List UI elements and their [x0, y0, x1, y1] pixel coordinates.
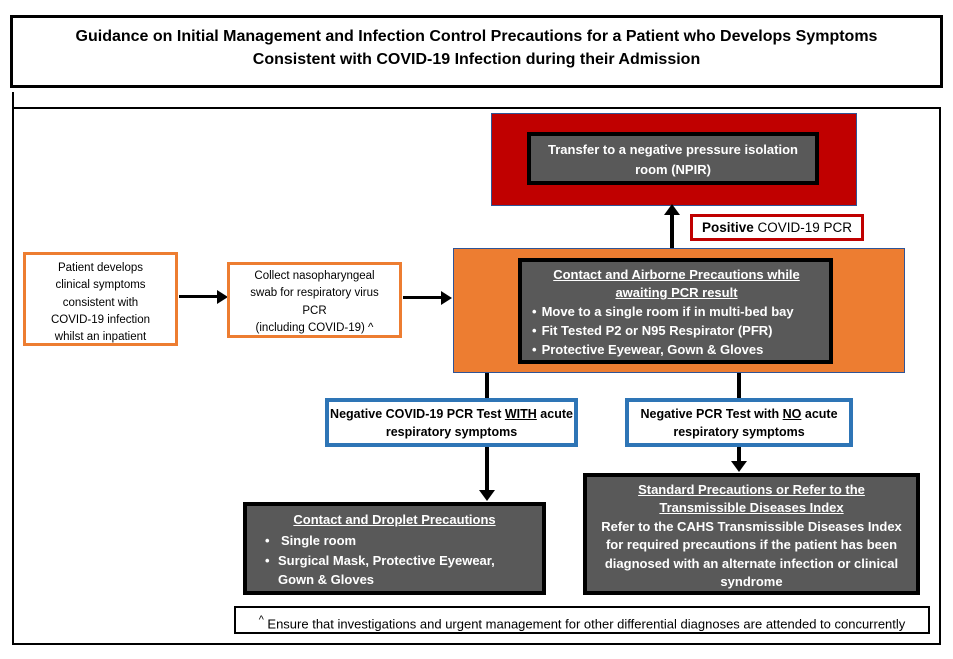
negno-post: acute respiratory symptoms: [673, 407, 838, 440]
footnote-text: Ensure that investigations and urgent ma…: [263, 616, 906, 632]
standard-heading: Standard Precautions or Refer to the Tra…: [638, 482, 865, 516]
airborne-bullet-text: Move to a single room if in multi-bed ba…: [541, 304, 794, 320]
negwith-post: acute respiratory symptoms: [385, 407, 573, 440]
arrowhead-down-standard: [731, 461, 747, 472]
bullet-icon: •: [265, 533, 270, 549]
arrowhead-right-collect: [217, 290, 228, 304]
positive-rest: COVID-19 PCR: [753, 220, 853, 235]
airborne-bullet: • Protective Eyewear, Gown & Gloves: [532, 341, 821, 360]
airborne-bullet-text: Fit Tested P2 or N95 Respirator (PFR): [541, 323, 773, 339]
droplet-bullet-text: Single room: [281, 533, 357, 549]
positive-pcr-label: Positive COVID-19 PCR: [690, 214, 864, 241]
airborne-heading: Contact and Airborne Precautions while a…: [553, 267, 800, 301]
negno-pre: Negative PCR Test with: [640, 407, 783, 421]
airborne-bullet-text: Protective Eyewear, Gown & Gloves: [541, 342, 764, 358]
collect-swab-node: Collect nasopharyngeal swab for respirat…: [227, 262, 402, 338]
line-airborne-negno: [737, 373, 741, 399]
line-negwith-droplet: [485, 447, 489, 491]
bullet-icon: •: [265, 552, 270, 568]
collect-line: Collect nasopharyngeal: [254, 270, 375, 282]
bullet-icon: •: [532, 323, 537, 339]
airborne-bullet: • Fit Tested P2 or N95 Respirator (PFR): [532, 322, 821, 341]
patient-line: Patient develops: [57, 262, 144, 274]
droplet-bullet: • Single room: [255, 531, 534, 551]
line-negno-standard: [737, 447, 741, 462]
collect-line: (including COVID-19) ^: [255, 321, 374, 334]
patient-node: Patient develops clinical symptoms consi…: [23, 252, 178, 346]
negative-with-symptoms-node: Negative COVID-19 PCR Test WITH acute re…: [325, 398, 578, 447]
patient-line: consistent with: [62, 296, 139, 309]
patient-line: clinical symptoms: [55, 279, 146, 292]
arrow-line-to-npir: [670, 214, 674, 249]
arrow-line-collect-airborne: [403, 296, 443, 299]
line-airborne-negwith: [485, 373, 489, 399]
collect-line: swab for respiratory virus: [250, 287, 379, 300]
arrowhead-up-npir: [664, 204, 680, 215]
connector-tick: [12, 92, 14, 108]
arrowhead-down-droplet: [479, 490, 495, 501]
standard-body: Refer to the CAHS Transmissible Diseases…: [601, 518, 902, 590]
patient-line: COVID-19 infection: [50, 313, 151, 326]
footnote-marker: ^: [258, 614, 264, 626]
positive-word: Positive: [701, 220, 754, 235]
page-title: Guidance on Initial Management and Infec…: [75, 28, 878, 69]
airborne-bullet: • Move to a single room if in multi-bed …: [532, 303, 821, 322]
collect-line: PCR: [302, 304, 327, 317]
footnote: ^ Ensure that investigations and urgent …: [234, 606, 930, 634]
standard-precautions-node: Standard Precautions or Refer to the Tra…: [583, 473, 920, 595]
arrow-line-patient-collect: [179, 295, 219, 298]
negno-underlined: NO: [782, 407, 802, 421]
negative-no-symptoms-node: Negative PCR Test with NO acute respirat…: [625, 398, 853, 447]
bullet-icon: •: [532, 304, 537, 320]
patient-line: whilst an inpatient: [54, 331, 147, 343]
arrowhead-right-airborne: [441, 291, 452, 305]
title-box: Guidance on Initial Management and Infec…: [10, 15, 943, 88]
negwith-underlined: WITH: [504, 407, 537, 421]
droplet-heading: Contact and Droplet Precautions: [293, 512, 496, 527]
droplet-precautions-node: Contact and Droplet Precautions • Single…: [243, 502, 546, 595]
npir-node: Transfer to a negative pressure isolatio…: [527, 132, 819, 185]
airborne-precautions-node: Contact and Airborne Precautions while a…: [518, 258, 833, 364]
droplet-bullet: • Surgical Mask, Protective Eyewear, Gow…: [255, 551, 534, 590]
bullet-icon: •: [532, 342, 537, 358]
negwith-pre: Negative COVID-19 PCR Test: [330, 407, 505, 421]
droplet-bullet-text: Surgical Mask, Protective Eyewear, Gown …: [277, 552, 495, 588]
npir-text: Transfer to a negative pressure isolatio…: [548, 142, 798, 177]
